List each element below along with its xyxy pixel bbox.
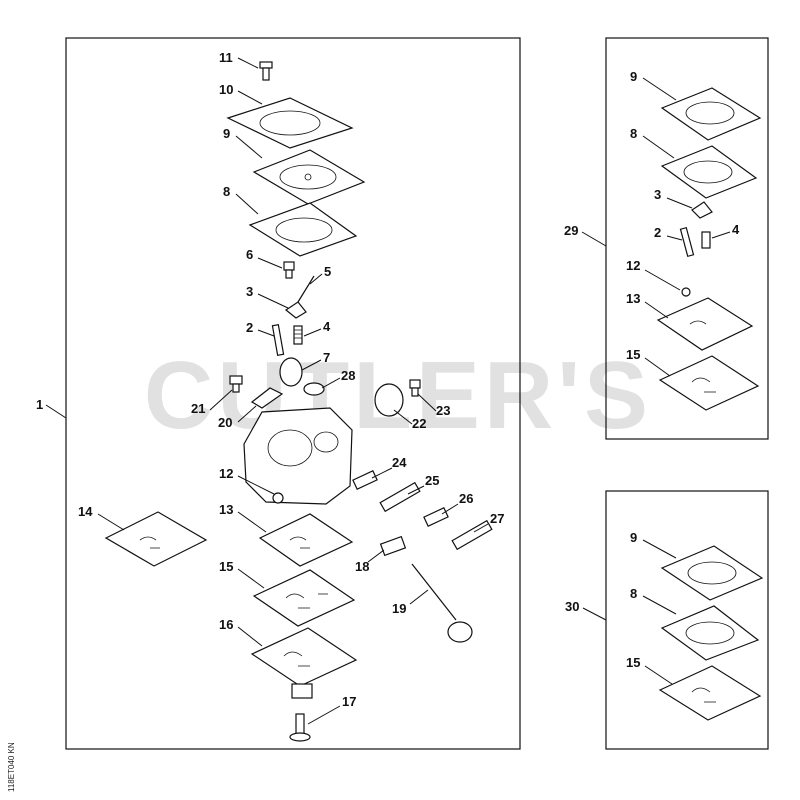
- kit-a-ball-12: [681, 287, 691, 297]
- kit-a-lever-3: [691, 201, 713, 219]
- callout-kit-b-leader: [582, 607, 607, 621]
- part-spring-26: [423, 507, 449, 527]
- label-kit-a-7: 15: [626, 347, 640, 362]
- part-disc-22: [374, 383, 404, 417]
- label-main-26: 17: [342, 694, 356, 709]
- part-pin-5: [297, 275, 315, 303]
- label-main-1: 10: [219, 82, 233, 97]
- kit-a-spring-4: [701, 231, 711, 249]
- kit-b-labels: 9 8 15: [626, 530, 677, 685]
- kit-a-parts: [656, 87, 762, 411]
- label-kit-a-1: 8: [630, 126, 637, 141]
- label-main-25: 16: [219, 617, 233, 632]
- callout-main-leader: [45, 404, 67, 419]
- label-main-3: 8: [223, 184, 230, 199]
- part-plate-20: [250, 387, 284, 409]
- drawing-code: 118ET040 KN: [7, 742, 16, 792]
- part-shaft-19: [411, 563, 473, 643]
- part-screw-11: [259, 61, 273, 81]
- part-lever-3: [284, 301, 307, 319]
- part-screw-6: [283, 261, 295, 279]
- kit-b-parts: [658, 545, 764, 721]
- label-main-15: 24: [392, 455, 407, 470]
- part-gasket-14: [104, 511, 208, 567]
- part-spring-4: [293, 325, 303, 345]
- kit-a-diaphragm-13: [656, 297, 754, 351]
- label-main-13: 22: [412, 416, 426, 431]
- label-kit-a-0: 9: [630, 69, 637, 84]
- label-main-16: 25: [425, 473, 439, 488]
- label-main-9: 7: [323, 350, 330, 365]
- label-kit-a-5: 12: [626, 258, 640, 273]
- main-labels: 11 10 9 8 6 5 3 2 4 7 28 21 20 22 23 24 …: [78, 50, 504, 725]
- part-spring-18: [379, 535, 407, 557]
- label-main-4: 6: [246, 247, 253, 262]
- kit-a-panel-frame: [605, 37, 769, 440]
- part-carburetor-body: [243, 407, 353, 505]
- callout-kit-a-leader: [581, 231, 607, 247]
- label-main-14: 23: [436, 403, 450, 418]
- part-diaphragm-13: [258, 513, 354, 567]
- callout-kit-a-panel: 29: [564, 223, 578, 238]
- part-cover-16: [250, 627, 358, 699]
- label-kit-a-3: 2: [654, 225, 661, 240]
- kit-a-needle-2: [679, 226, 695, 258]
- part-needle-25: [379, 481, 421, 513]
- label-main-20: 14: [78, 504, 93, 519]
- part-ball-12: [272, 492, 284, 504]
- label-kit-a-2: 3: [654, 187, 661, 202]
- part-needle-2: [271, 324, 285, 356]
- kit-a-diaphragm-9: [660, 87, 762, 141]
- callout-main-panel: 1: [36, 397, 43, 412]
- callout-kit-b-panel: 30: [565, 599, 579, 614]
- label-main-23: 18: [355, 559, 369, 574]
- main-panel-frame: [65, 37, 521, 750]
- label-main-12: 20: [218, 415, 232, 430]
- part-screw-17: [289, 713, 311, 742]
- label-main-24: 19: [392, 601, 406, 616]
- label-main-22: 15: [219, 559, 233, 574]
- label-main-2: 9: [223, 126, 230, 141]
- label-main-17: 12: [219, 466, 233, 481]
- label-kit-a-4: 4: [732, 222, 740, 237]
- kit-a-labels: 9 8 3 2 4 12 13 15: [626, 69, 740, 377]
- part-gasket-15: [252, 569, 356, 627]
- label-main-5: 5: [324, 264, 331, 279]
- label-kit-a-6: 13: [626, 291, 640, 306]
- part-oring-28: [303, 382, 325, 396]
- part-spring-24: [352, 470, 378, 490]
- part-cap-7: [279, 357, 303, 387]
- label-main-18: 26: [459, 491, 473, 506]
- kit-b-diaphragm-9: [660, 545, 764, 601]
- label-main-10: 28: [341, 368, 355, 383]
- label-main-11: 21: [191, 401, 205, 416]
- kit-a-gasket-15: [658, 355, 760, 411]
- label-main-8: 4: [323, 319, 331, 334]
- kit-b-gasket-8: [660, 605, 760, 661]
- label-main-21: 13: [219, 502, 233, 517]
- part-gasket-10: [226, 97, 354, 149]
- label-main-19: 27: [490, 511, 504, 526]
- kit-a-gasket-8: [660, 145, 758, 199]
- label-kit-b-2: 15: [626, 655, 640, 670]
- kit-b-gasket-15: [658, 665, 762, 721]
- label-kit-b-1: 8: [630, 586, 637, 601]
- label-main-7: 2: [246, 320, 253, 335]
- label-kit-b-0: 9: [630, 530, 637, 545]
- part-screw-21: [229, 375, 243, 393]
- part-gasket-8: [248, 202, 358, 257]
- label-main-6: 3: [246, 284, 253, 299]
- label-main-0: 11: [219, 50, 233, 65]
- part-diaphragm-9: [252, 149, 366, 205]
- part-screw-23: [409, 379, 421, 397]
